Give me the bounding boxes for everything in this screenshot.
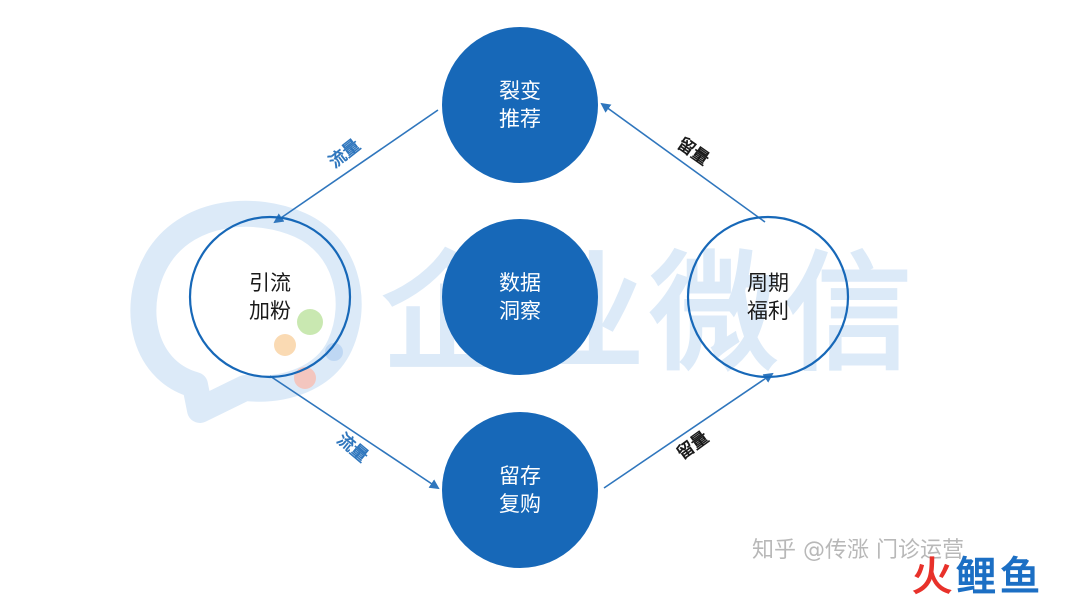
node-fission-line2: 推荐: [499, 107, 541, 131]
edge-label-fission-to-traffic: 流量: [325, 135, 365, 172]
credit-text: 知乎 @传涨 门诊运营: [752, 538, 964, 563]
edge-welfare-to-fission: [600, 102, 766, 223]
node-welfare: 周期 福利: [686, 215, 850, 379]
node-traffic: 引流 加粉: [188, 215, 352, 379]
node-fission: 裂变 推荐: [442, 27, 598, 183]
node-insight-line1: 数据: [499, 271, 541, 295]
edges: [269, 102, 774, 490]
logo-char-3: 鱼: [1000, 554, 1040, 595]
node-traffic-line1: 引流: [249, 271, 291, 295]
logo-char-1: 火: [912, 554, 952, 595]
node-retention-line2: 复购: [499, 492, 541, 516]
node-insight-line2: 洞察: [499, 299, 541, 323]
node-welfare-line1: 周期: [747, 271, 789, 295]
edge-label-traffic-to-retention: 流量: [333, 429, 373, 467]
logo-char-2: 鲤: [956, 554, 996, 595]
node-fission-line1: 裂变: [499, 79, 541, 103]
node-insight: 数据 洞察: [442, 219, 598, 375]
edge-fission-to-traffic: [273, 109, 439, 224]
edge-label-retention-to-welfare: 留量: [673, 427, 713, 464]
node-retention: 留存 复购: [442, 412, 598, 568]
edge-label-welfare-to-fission: 留量: [673, 133, 713, 170]
node-welfare-line2: 福利: [747, 299, 789, 323]
edge-retention-to-welfare: [603, 372, 774, 489]
watermark-chat-icon: [130, 200, 362, 423]
node-retention-line1: 留存: [499, 464, 541, 488]
brand-logo: 火 鲤 鱼: [912, 554, 1040, 595]
edge-traffic-to-retention: [269, 375, 440, 490]
node-traffic-line2: 加粉: [249, 299, 291, 323]
